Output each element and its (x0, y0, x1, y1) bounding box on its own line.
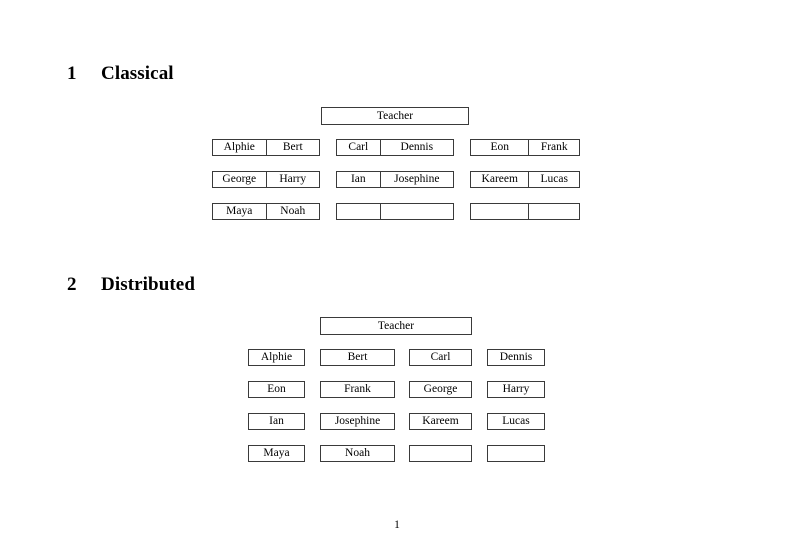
distributed-teacher-box[interactable]: Teacher (320, 317, 472, 335)
classical-cell[interactable] (379, 204, 453, 219)
classical-cell[interactable] (471, 204, 528, 219)
section-title: Classical (101, 63, 174, 84)
classical-cell[interactable]: Lucas (528, 172, 579, 187)
distributed-cell[interactable]: Carl (409, 349, 472, 366)
distributed-cell[interactable]: Kareem (409, 413, 472, 430)
classical-cell[interactable]: Josephine (379, 172, 453, 187)
classical-group-2-row-3[interactable] (336, 203, 454, 220)
classical-teacher-box[interactable]: Teacher (321, 107, 469, 125)
classical-cell[interactable]: Noah (265, 204, 320, 219)
distributed-cell[interactable] (487, 445, 545, 462)
classical-cell[interactable] (337, 204, 380, 219)
distributed-cell[interactable] (409, 445, 472, 462)
classical-cell[interactable]: Alphie (223, 141, 255, 153)
distributed-cell[interactable]: Ian (248, 413, 305, 430)
section-title: Distributed (101, 274, 195, 295)
classical-group-2-row-2[interactable]: Ian Josephine (336, 171, 454, 188)
section-number: 2 (67, 274, 77, 295)
classical-group-1-row-2[interactable]: George Harry (212, 171, 320, 188)
classical-cell[interactable]: Frank (528, 140, 579, 155)
distributed-cell[interactable]: George (409, 381, 472, 398)
classical-cell[interactable]: Ian (350, 173, 366, 185)
distributed-cell[interactable]: Maya (248, 445, 305, 462)
distributed-cell[interactable]: Lucas (487, 413, 545, 430)
distributed-cell[interactable]: Bert (320, 349, 395, 366)
distributed-cell[interactable]: Dennis (487, 349, 545, 366)
section-heading-classical: 1 Classical (67, 63, 174, 85)
classical-group-3-row-3[interactable] (470, 203, 580, 220)
classical-group-1-row-3[interactable]: Maya Noah (212, 203, 320, 220)
classical-cell[interactable]: Kareem (481, 173, 518, 185)
distributed-cell[interactable]: Josephine (320, 413, 395, 430)
distributed-cell[interactable]: Eon (248, 381, 305, 398)
classical-group-3-row-2[interactable]: Kareem Lucas (470, 171, 580, 188)
distributed-cell[interactable]: Frank (320, 381, 395, 398)
classical-cell[interactable]: George (222, 173, 257, 185)
classical-group-3-row-1[interactable]: Eon Frank (470, 139, 580, 156)
classical-cell[interactable]: Bert (265, 140, 320, 155)
distributed-cell[interactable]: Alphie (248, 349, 305, 366)
classical-cell[interactable]: Maya (226, 205, 253, 217)
classical-cell[interactable]: Eon (490, 141, 509, 153)
classical-cell[interactable]: Dennis (379, 140, 453, 155)
classical-group-1-row-1[interactable]: Alphie Bert (212, 139, 320, 156)
classical-cell[interactable]: Carl (348, 141, 369, 153)
classical-cell[interactable]: Harry (265, 172, 320, 187)
classical-group-2-row-1[interactable]: Carl Dennis (336, 139, 454, 156)
page-number: 1 (394, 519, 400, 531)
classical-cell[interactable] (528, 204, 579, 219)
distributed-cell[interactable]: Harry (487, 381, 545, 398)
distributed-cell[interactable]: Noah (320, 445, 395, 462)
section-heading-distributed: 2 Distributed (67, 274, 195, 296)
section-number: 1 (67, 63, 77, 84)
